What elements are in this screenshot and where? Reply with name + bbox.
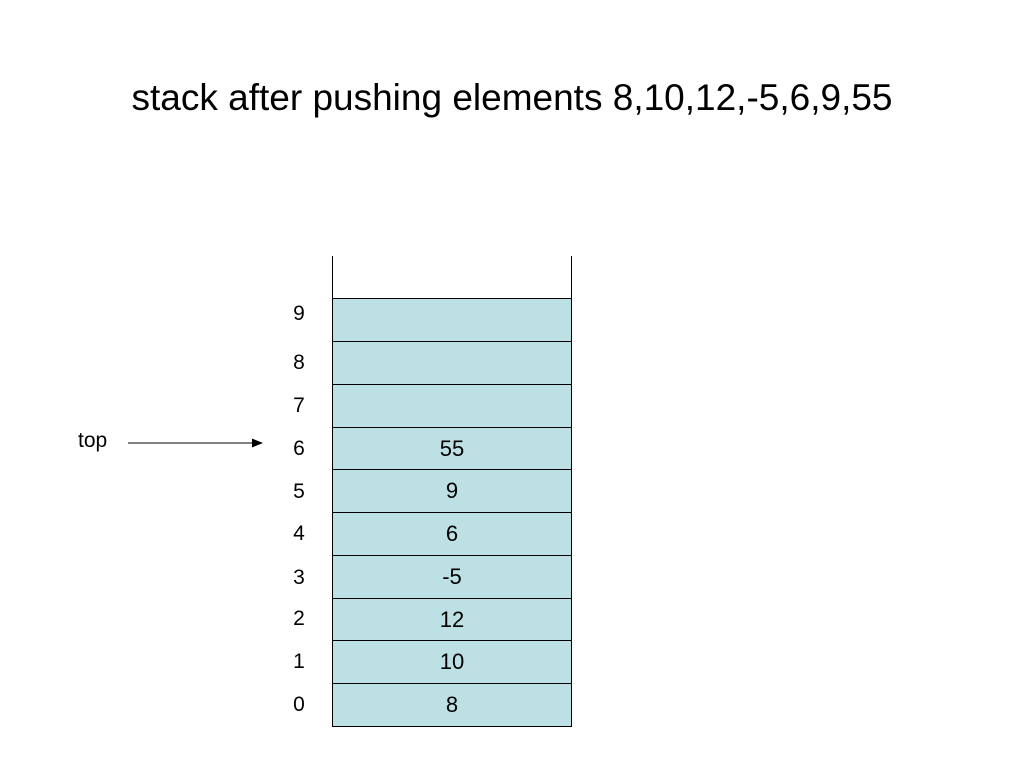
stack-container: 55 9 6 -5 12 10 8 — [332, 256, 572, 727]
stack-cell-9 — [332, 298, 572, 342]
stack-cell-value: -5 — [442, 564, 462, 589]
stack-cell-3: -5 — [332, 555, 572, 599]
stack-cell-value: 6 — [445, 521, 459, 546]
stack-index-4: 4 — [293, 522, 305, 545]
stack-cell-1: 10 — [332, 640, 572, 684]
stack-cell-2: 12 — [332, 598, 572, 642]
stack-cell-value: 8 — [445, 692, 459, 717]
slide-title: stack after pushing elements 8,10,12,-5,… — [131, 77, 893, 118]
stack-index-7: 7 — [293, 394, 305, 417]
stack-index-3: 3 — [293, 566, 305, 589]
stack-cell-value: 55 — [439, 436, 465, 461]
stack-open-top-left-wall — [332, 256, 333, 298]
stack-index-8: 8 — [293, 351, 305, 374]
top-pointer-label: top — [78, 429, 108, 452]
stack-cell-value: 10 — [439, 649, 465, 674]
stack-index-6: 6 — [293, 437, 305, 460]
stack-cell-value: 9 — [445, 478, 459, 503]
stack-cell-4: 6 — [332, 512, 572, 556]
top-pointer-arrow-icon — [128, 438, 263, 448]
stack-index-2: 2 — [293, 607, 305, 630]
stack-cell-5: 9 — [332, 469, 572, 513]
stack-index-1: 1 — [293, 650, 305, 673]
stack-cell-0: 8 — [332, 683, 572, 727]
stack-index-0: 0 — [293, 693, 305, 716]
stack-index-5: 5 — [293, 480, 305, 503]
stack-cell-7 — [332, 384, 572, 428]
stack-cell-value: 12 — [439, 607, 465, 632]
stack-cell-8 — [332, 341, 572, 385]
stack-index-9: 9 — [293, 302, 305, 325]
stack-cell-6: 55 — [332, 427, 572, 471]
stack-open-top-right-wall — [571, 256, 572, 298]
